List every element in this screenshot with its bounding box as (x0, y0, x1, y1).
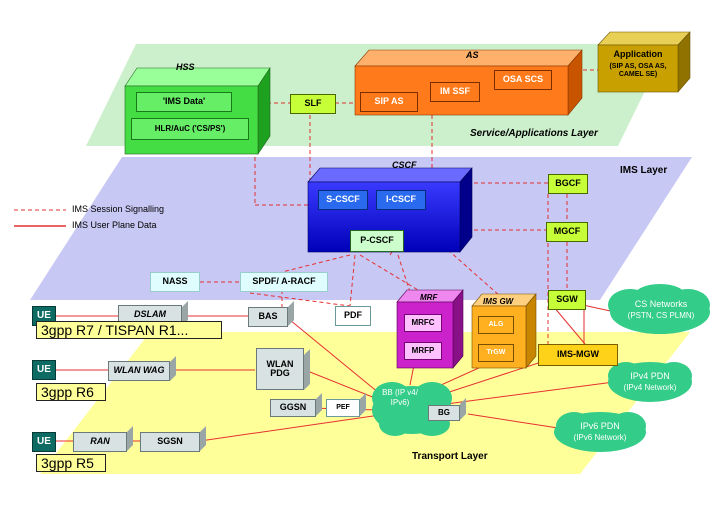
p-cscf-box: P-CSCF (350, 230, 404, 252)
cs-networks-label: CS Networks (634, 299, 688, 309)
mrfp-box: MRFP (404, 342, 442, 360)
legend-user-plane-label: IMS User Plane Data (72, 220, 157, 230)
ims-mgw-box: IMS-MGW (538, 344, 618, 366)
release-tag-r6: 3gpp R6 (36, 383, 106, 401)
ggsn-box: GGSN (270, 399, 316, 417)
wlan-wag-box: WLAN WAG (108, 361, 170, 381)
ipv4-pdn-label: IPv4 PDN (630, 371, 670, 381)
slf-box: SLF (290, 94, 336, 114)
mrf-box (396, 289, 464, 369)
ipv6-pdn-cloud (554, 412, 646, 452)
s-cscf-box: S-CSCF (318, 190, 368, 210)
alg-box: ALG (478, 316, 514, 334)
bgcf-box: BGCF (548, 174, 588, 194)
as-label: AS (466, 50, 479, 60)
ipv6-pdn-label: IPv6 PDN (580, 421, 620, 431)
i-cscf-box: I-CSCF (376, 190, 426, 210)
osa-scs-box: OSA SCS (494, 70, 552, 90)
nass-box: NASS (150, 272, 200, 292)
ims-layer-label: IMS Layer (620, 165, 668, 176)
mgcf-box: MGCF (546, 222, 588, 242)
service-layer-label: Service/Applications Layer (470, 128, 598, 139)
ims-gw-label: IMS GW (483, 297, 514, 306)
sgsn-box: SGSN (140, 432, 200, 452)
wlan-pdg-box: WLAN PDG (256, 348, 304, 390)
release-tag-r5: 3gpp R5 (36, 454, 106, 472)
release-tag-r7: 3gpp R7 / TISPAN R1... (36, 321, 222, 339)
hss-label: HSS (176, 62, 195, 72)
pef-box: PEF (326, 399, 360, 417)
cs-networks-cloud (608, 284, 710, 334)
im-ssf-box: IM SSF (430, 82, 480, 102)
cs-networks-sub-label: (PSTN, CS PLMN) (627, 311, 695, 320)
spdf-racf-box: SPDF/ A-RACF (240, 272, 328, 292)
application-sub-label: (SIP AS, OSA AS, CAMEL SE) (609, 63, 667, 79)
grey-box-shades (127, 301, 466, 451)
ipv4-pdn-sub-label: (IPv4 Network) (623, 383, 677, 392)
cscf-label: CSCF (392, 160, 417, 170)
legend-signalling-label: IMS Session Signalling (72, 204, 165, 214)
ipv4-pdn-cloud (608, 362, 692, 402)
transport-layer-label: Transport Layer (412, 451, 488, 462)
bg-box: BG (428, 405, 460, 421)
trgw-box: TrGW (478, 344, 514, 362)
ims-data-box: 'IMS Data' (136, 92, 232, 112)
ue-2: UE (32, 360, 56, 380)
mrf-label: MRF (420, 293, 438, 302)
pdf-box: PDF (335, 306, 371, 326)
application-label: Application (613, 49, 663, 59)
application-box (597, 31, 691, 93)
ue-3: UE (32, 432, 56, 452)
mrfc-box: MRFC (404, 314, 442, 332)
hlr-auc-box: HLR/AuC ('CS/PS') (131, 118, 249, 140)
bas-box: BAS (248, 307, 288, 327)
ipv6-pdn-sub-label: (IPv6 Network) (573, 433, 627, 442)
bb-label: BB (IP v4/ IPv6) (382, 388, 418, 407)
sip-as-box: SIP AS (360, 92, 418, 112)
ran-box: RAN (73, 432, 127, 452)
sgw-box: SGW (548, 290, 586, 310)
